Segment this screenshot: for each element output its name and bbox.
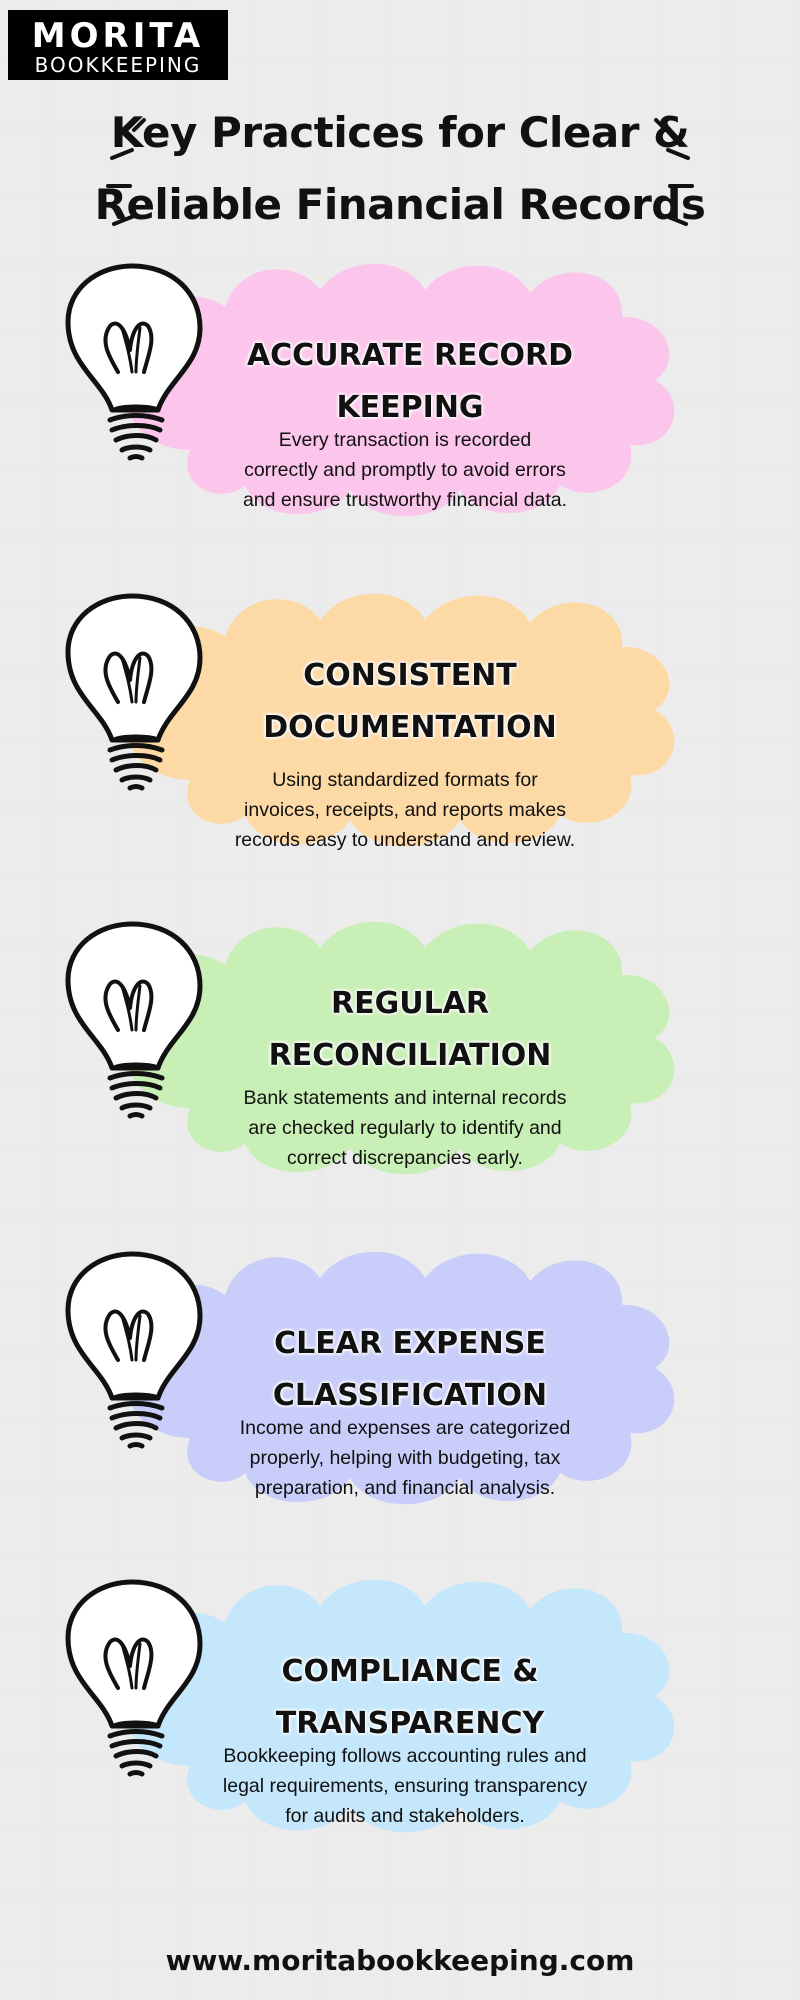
item-description-line-3: for audits and stakeholders. <box>285 1805 525 1827</box>
item-title-line-2: RECONCILIATION <box>268 1038 552 1073</box>
item-title-line-1: CONSISTENT <box>303 658 517 693</box>
item-title-line-2: TRANSPARENCY <box>275 1706 545 1741</box>
practice-item: CONSISTENT DOCUMENTATION Using standardize… <box>0 590 800 900</box>
item-title-line-1: CLEAR EXPENSE <box>274 1326 546 1361</box>
item-description-line-1: Using standardized formats for <box>272 769 538 791</box>
lightbulb-icon <box>65 921 203 1119</box>
title-line-2: Reliable Financial Records <box>94 180 706 229</box>
item-title-line-2: CLASSIFICATION <box>272 1378 548 1413</box>
item-description-line-1: Income and expenses are categorized <box>239 1417 571 1439</box>
lightbulb-icon <box>65 1251 203 1449</box>
item-title-line-2: KEEPING <box>336 390 484 425</box>
item-description-line-3: and ensure trustworthy financial data. <box>242 489 568 511</box>
page-title: Key Practices for Clear & Reliable Finan… <box>0 108 800 243</box>
item-description-line-2: legal requirements, ensuring transparenc… <box>222 1775 588 1797</box>
lightbulb-icon <box>65 1579 203 1777</box>
cloud-background <box>111 1579 675 1833</box>
item-description-line-2: are checked regularly to identify and <box>248 1117 562 1139</box>
item-title-line-2: DOCUMENTATION <box>263 710 557 745</box>
item-title-line-1: ACCURATE RECORD <box>246 338 574 373</box>
cloud-background <box>111 593 675 847</box>
cloud-background <box>111 1251 675 1505</box>
lightbulb-icon <box>65 263 203 461</box>
title-accent-marks <box>106 118 694 226</box>
practice-item: COMPLIANCE & TRANSPARENCY Bookkeeping foll… <box>0 1576 800 1886</box>
practice-item: ACCURATE RECORD KEEPING Every transaction … <box>0 260 800 570</box>
item-title-line-1: COMPLIANCE & <box>281 1654 539 1689</box>
item-description-line-1: Bookkeeping follows accounting rules and <box>223 1745 587 1767</box>
brand-logo: MORITA BOOKKEEPING <box>8 10 228 80</box>
item-description-line-3: preparation, and financial analysis. <box>254 1477 556 1499</box>
item-description-line-3: records easy to understand and review. <box>234 829 576 851</box>
item-description-line-2: correctly and promptly to avoid errors <box>244 459 566 481</box>
item-description-line-2: invoices, receipts, and reports makes <box>244 799 566 821</box>
cloud-background <box>111 263 675 517</box>
lightbulb-icon <box>65 593 203 791</box>
title-line-1: Key Practices for Clear & <box>110 108 690 157</box>
item-description-line-1: Every transaction is recorded <box>278 429 532 451</box>
practice-item: REGULAR RECONCILIATION Bank statements and… <box>0 918 800 1228</box>
item-description-line-1: Bank statements and internal records <box>243 1087 567 1109</box>
logo-name: MORITA <box>31 16 205 56</box>
item-description-line-2: properly, helping with budgeting, tax <box>249 1447 561 1469</box>
footer-url[interactable]: www.moritabookkeeping.com <box>165 1944 635 1977</box>
logo-subtitle: BOOKKEEPING <box>34 53 202 77</box>
item-description-line-3: correct discrepancies early. <box>287 1147 523 1169</box>
practice-item: CLEAR EXPENSE CLASSIFICATION Income and ex… <box>0 1248 800 1558</box>
cloud-background <box>111 921 675 1175</box>
item-title-line-1: REGULAR <box>330 986 489 1021</box>
